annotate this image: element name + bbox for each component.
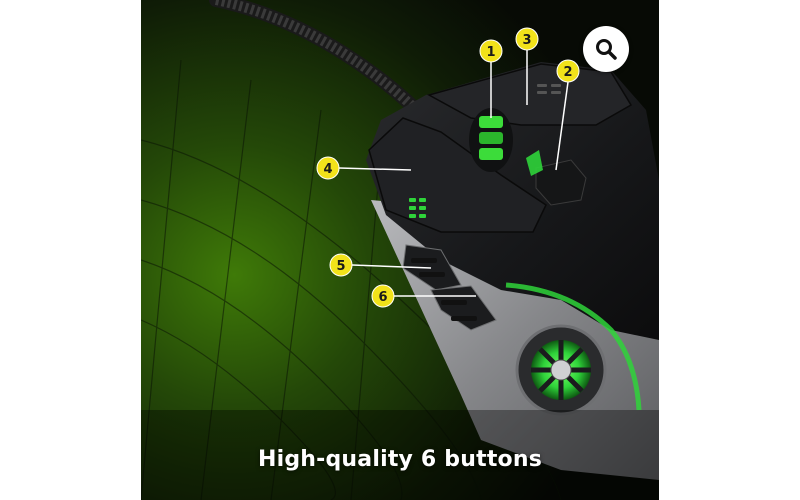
zoom-button[interactable] bbox=[583, 26, 629, 72]
callout-6: 6 bbox=[371, 284, 395, 308]
side-grip-slots bbox=[411, 258, 477, 321]
callout-number: 2 bbox=[563, 65, 572, 80]
left-panel-vents bbox=[409, 198, 426, 218]
left-click-panel bbox=[368, 117, 547, 233]
callout-number: 6 bbox=[378, 290, 387, 305]
side-light-strip bbox=[505, 282, 642, 411]
callout-5: 5 bbox=[329, 253, 353, 277]
callout-2: 2 bbox=[556, 59, 580, 83]
callout-4: 4 bbox=[316, 156, 340, 180]
callout-number: 3 bbox=[522, 33, 531, 48]
search-icon bbox=[596, 39, 617, 60]
callout-3: 3 bbox=[515, 27, 539, 51]
product-caption: High-quality 6 buttons bbox=[257, 447, 543, 472]
callout-number: 1 bbox=[486, 45, 495, 60]
dpi-light bbox=[526, 150, 543, 176]
product-image: 1 3 2 4 5 6 High-quality 6 butto bbox=[141, 0, 659, 500]
callout-lines bbox=[338, 50, 569, 297]
callout-1: 1 bbox=[479, 39, 503, 63]
side-button-back bbox=[430, 285, 497, 331]
caption-shade bbox=[141, 410, 659, 500]
side-wheel-cap bbox=[550, 359, 572, 381]
dpi-button bbox=[535, 159, 587, 206]
side-button-forward bbox=[402, 244, 462, 291]
top-panel-vents bbox=[537, 84, 561, 94]
gaming-mouse-illustration: 1 3 2 4 5 6 bbox=[141, 0, 659, 500]
scroll-wheel bbox=[479, 116, 503, 160]
callout-number: 4 bbox=[323, 162, 332, 177]
callout-number: 5 bbox=[336, 259, 345, 274]
